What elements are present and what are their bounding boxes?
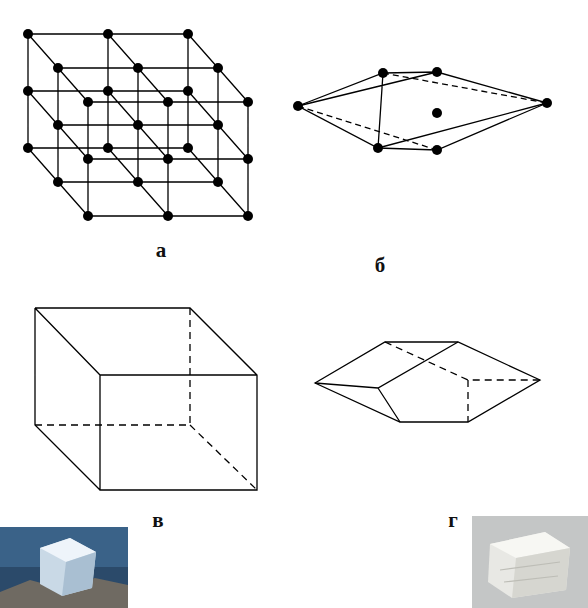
rhombohedral-cell [298, 72, 547, 150]
lattice-points [23, 29, 253, 221]
cube-shape [35, 308, 257, 490]
crystal-photo [0, 527, 128, 608]
lattice-points [293, 67, 552, 155]
figure-letter: а [156, 240, 167, 261]
figure-letter: г [448, 510, 458, 531]
crystal-photo [472, 516, 588, 608]
cubic-lattice [28, 34, 248, 216]
rhombohedron-shape [315, 342, 540, 422]
figure-letter: в [152, 510, 163, 531]
figure-letter: б [375, 255, 386, 276]
